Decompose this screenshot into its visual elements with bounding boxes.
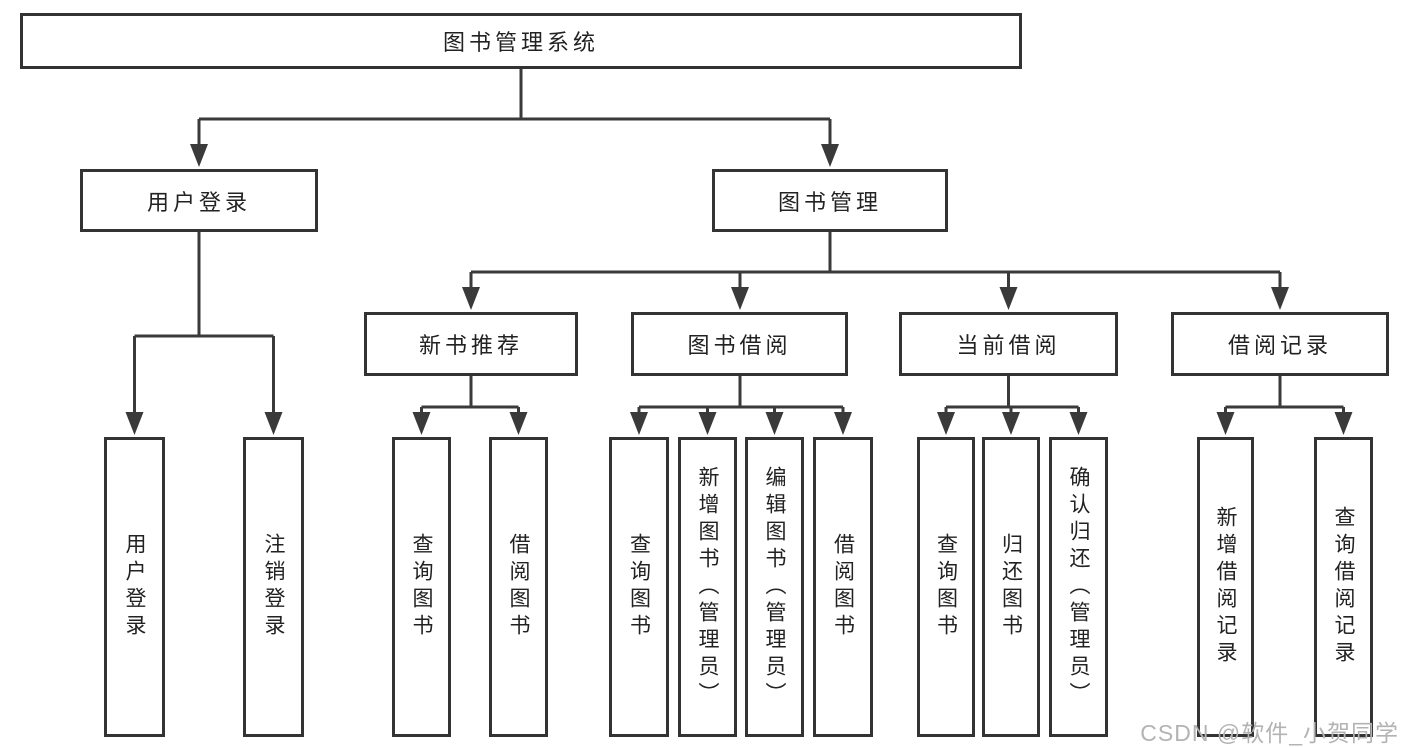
leaf-logout: 注销登录: [243, 437, 304, 737]
arrow-to-user-login: [190, 144, 208, 167]
arrow-to-leaf-edit-books: [765, 412, 784, 435]
leaf-add-books-admin: 新增图书（管理员）: [678, 437, 737, 737]
connector-new-book-recommendation-split: [420, 375, 520, 414]
connector-book-management-split: [469, 231, 1282, 290]
arrow-to-leaf-add-books: [698, 412, 717, 435]
node-user-login: 用户登录: [80, 169, 318, 232]
arrow-to-leaf-query-books-borrowing: [630, 412, 648, 435]
node-current-borrowing: 当前借阅: [899, 312, 1118, 376]
leaf-add-borrow-record: 新增借阅记录: [1197, 437, 1254, 737]
arrow-to-leaf-add-borrow-record: [1216, 412, 1235, 435]
arrow-to-leaf-confirm-return: [1069, 412, 1088, 435]
arrow-to-leaf-logout: [264, 412, 283, 435]
arrow-to-current-borrowing: [999, 287, 1018, 310]
node-book-borrowing: 图书借阅: [631, 312, 848, 376]
leaf-user-login: 用户登录: [104, 437, 165, 737]
arrow-to-borrowing-records: [1271, 287, 1289, 310]
arrow-to-leaf-user-login: [125, 412, 144, 435]
node-library-management-system: 图书管理系统: [20, 13, 1022, 69]
leaf-query-books-current: 查询图书: [917, 437, 975, 737]
arrow-to-leaf-query-borrow-record: [1334, 412, 1353, 435]
arrow-to-leaf-return-books: [1002, 412, 1020, 435]
connector-root-to-level2: [197, 69, 832, 147]
node-new-book-recommendation: 新书推荐: [364, 312, 578, 376]
arrow-to-leaf-query-books-recommend: [412, 412, 431, 435]
leaf-query-books-recommend: 查询图书: [392, 437, 451, 737]
leaf-borrow-books-borrowing: 借阅图书: [813, 437, 873, 737]
leaf-edit-books-admin: 编辑图书（管理员）: [745, 437, 804, 737]
arrow-to-leaf-borrow-books-borrowing: [834, 412, 852, 435]
connector-user-login-split: [133, 231, 275, 414]
watermark: CSDN @软件_小贺同学: [1140, 720, 1399, 746]
leaf-query-books-borrowing: 查询图书: [609, 437, 669, 737]
leaf-query-borrow-record: 查询借阅记录: [1314, 437, 1373, 737]
leaf-confirm-return-admin: 确认归还（管理员）: [1049, 437, 1108, 737]
arrow-to-leaf-borrow-books-recommend: [509, 412, 528, 435]
leaf-return-books: 归还图书: [982, 437, 1040, 737]
arrow-to-book-management: [821, 144, 839, 167]
arrow-to-book-borrowing: [731, 287, 749, 310]
node-borrowing-records: 借阅记录: [1171, 312, 1389, 376]
leaf-borrow-books-recommend: 借阅图书: [489, 437, 548, 737]
node-book-management: 图书管理: [712, 169, 948, 232]
arrowheads: [125, 144, 1353, 435]
connector-current-borrowing-split: [944, 375, 1080, 414]
connector-book-borrowing-split: [637, 375, 845, 414]
arrow-to-leaf-query-books-current: [937, 412, 955, 435]
connector-borrowing-records-split: [1224, 375, 1345, 414]
arrow-to-new-book-recommendation: [462, 287, 480, 310]
